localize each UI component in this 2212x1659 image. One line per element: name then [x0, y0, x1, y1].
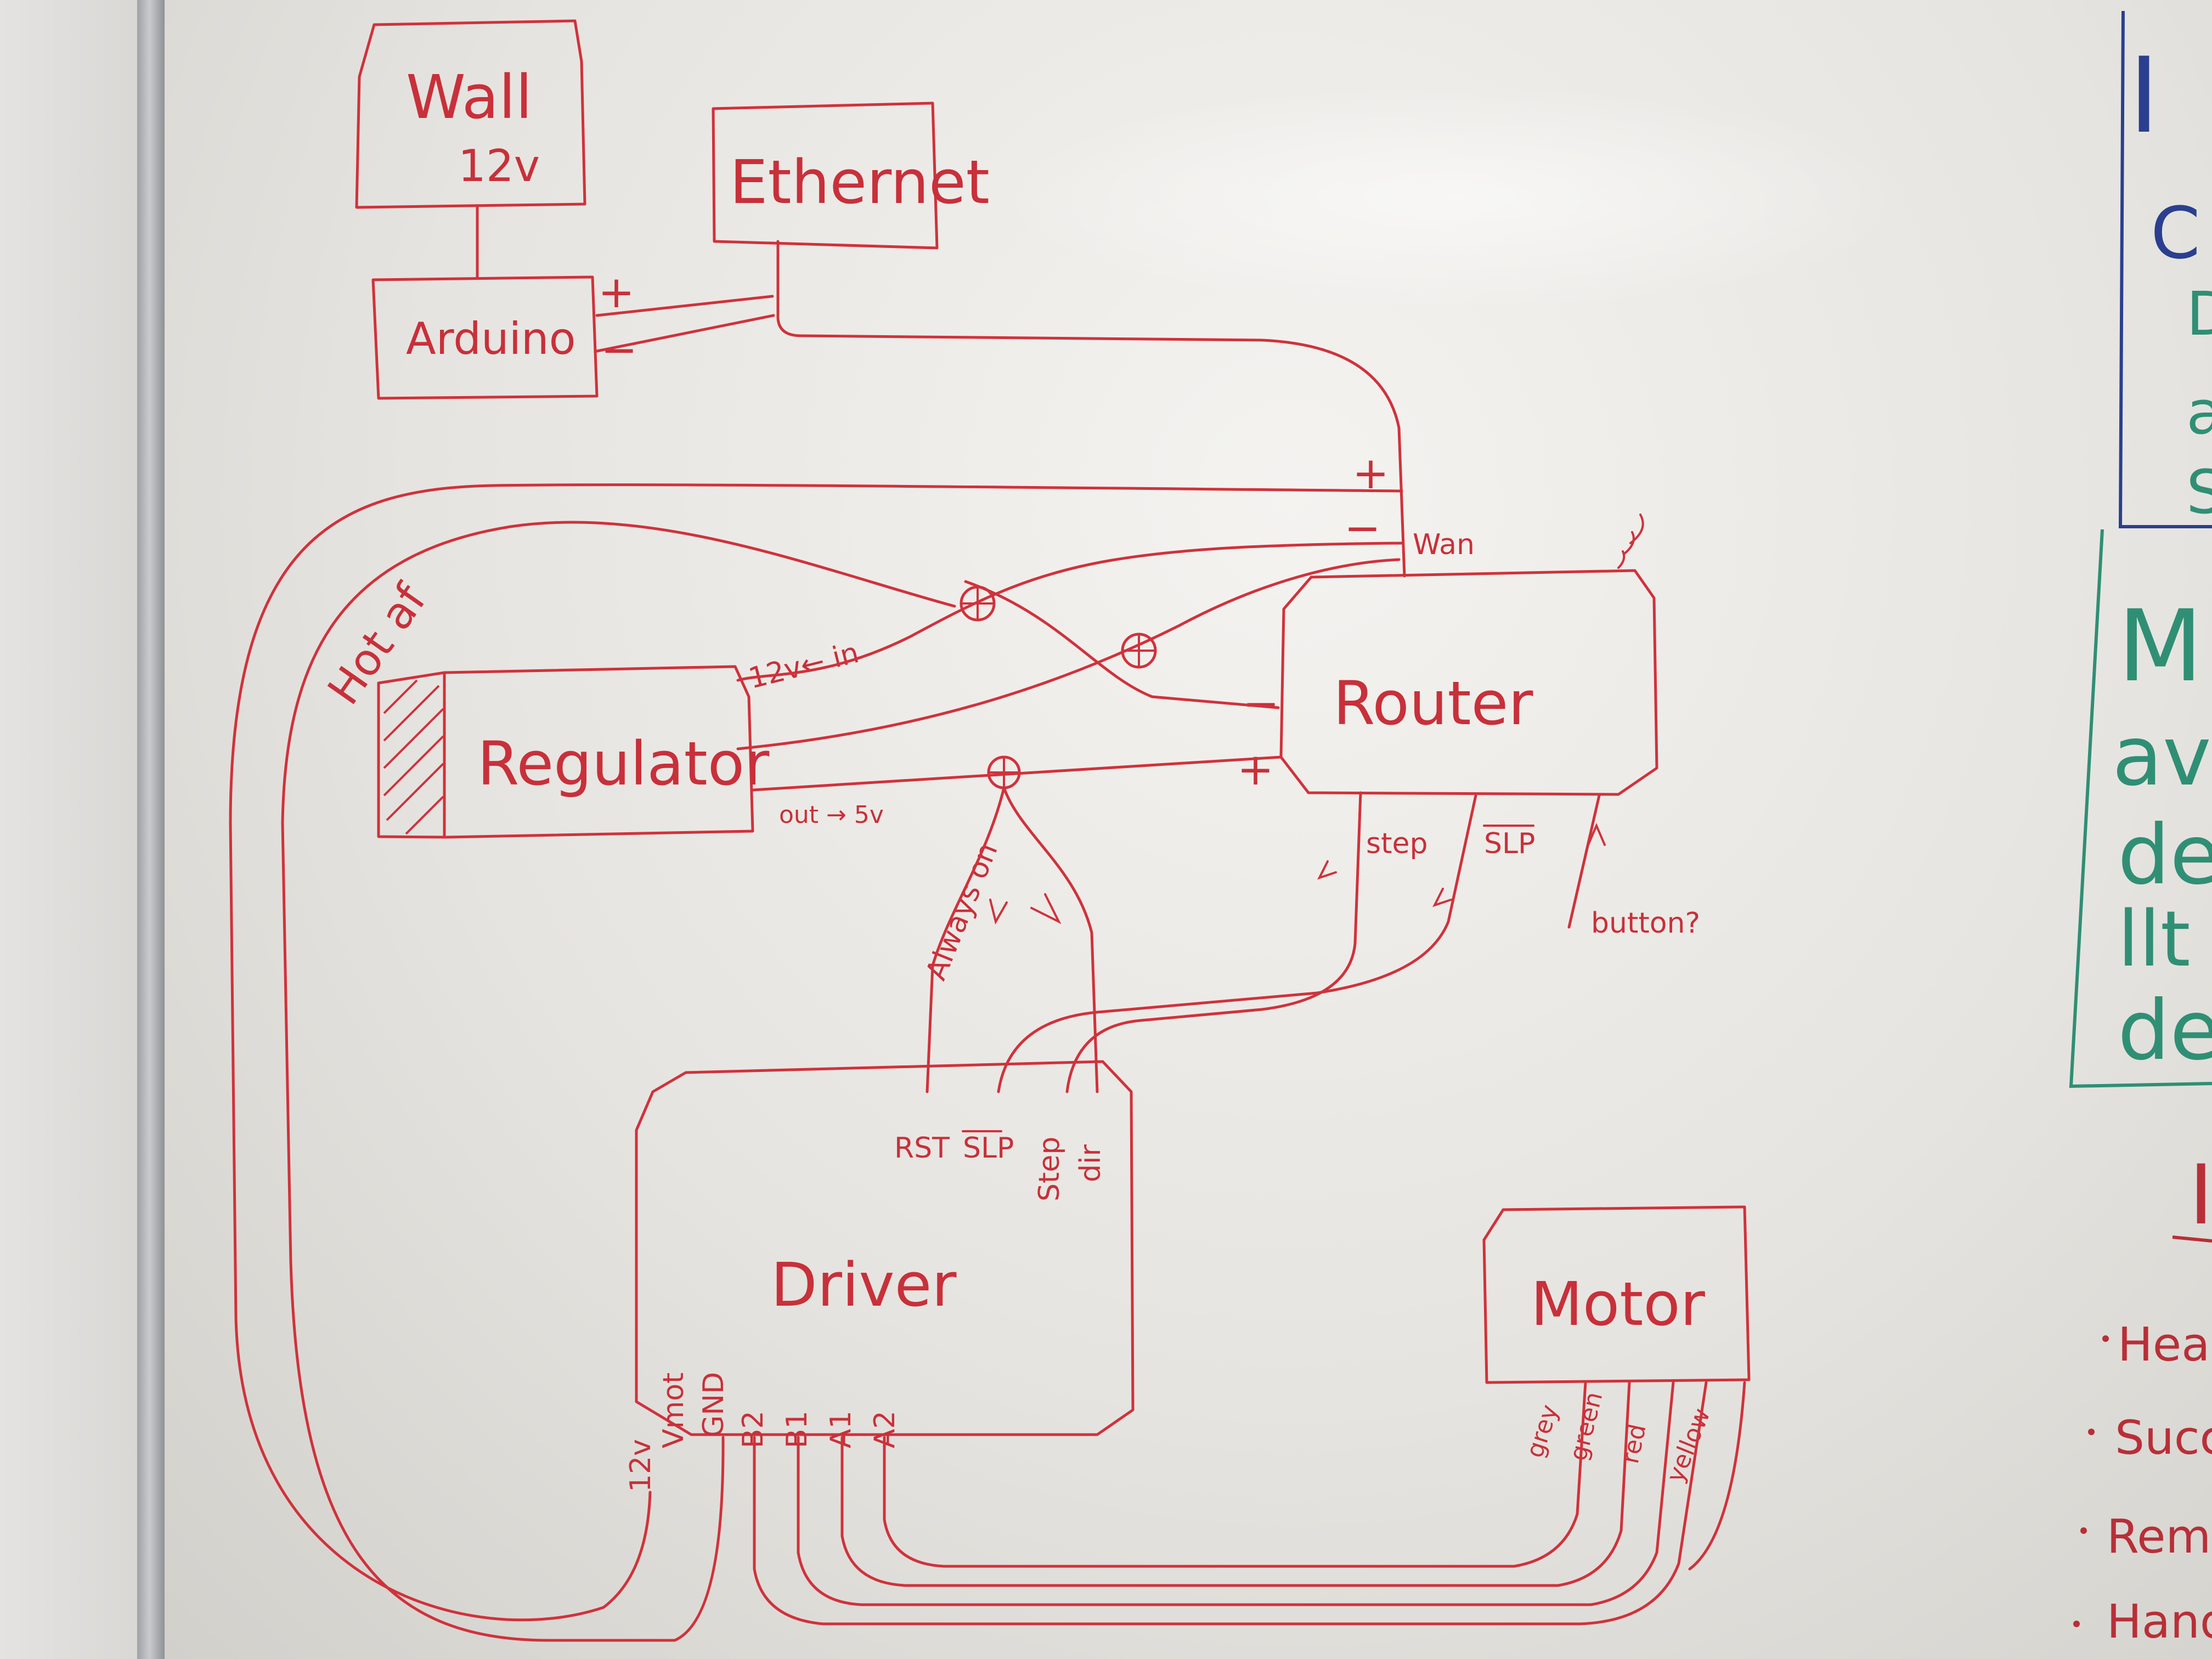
- wall-label: Wall: [406, 62, 532, 132]
- rst-arrow: [989, 899, 1008, 925]
- button-arrow: [1587, 822, 1606, 846]
- regulator-label: Regulator: [477, 729, 770, 799]
- bullet-4: Hand: [2107, 1595, 2212, 1649]
- router-slp-wire: [997, 794, 1477, 1093]
- dir-arrow: [1030, 893, 1062, 924]
- supply-minus: −: [1344, 503, 1381, 554]
- supply-plus-loop: [229, 483, 1403, 1622]
- wall-voltage: 12v: [458, 140, 540, 191]
- motor-label: Motor: [1531, 1269, 1706, 1339]
- router-minus: −: [1243, 678, 1279, 729]
- bullet-3: Remo: [2107, 1510, 2212, 1564]
- green-box-edge: [2069, 529, 2212, 1088]
- motor-wire-yellow-return: [1688, 1381, 1746, 1571]
- router-plus: +: [1237, 744, 1274, 795]
- blue-letter-5: S: [2186, 457, 2212, 527]
- regulator-in-label: 12v← in: [746, 636, 862, 696]
- ground-loop: [281, 521, 956, 1642]
- pin-slp: SLP: [963, 1132, 1014, 1165]
- blue-letter-1: I: [2129, 35, 2159, 156]
- blue-letter-2: C: [2151, 191, 2200, 275]
- pin-step: Step: [1033, 1137, 1066, 1201]
- blue-letter-3: D: [2186, 279, 2212, 349]
- hot-hatch: [383, 671, 446, 839]
- red-letter: I: [2189, 1148, 2212, 1243]
- driver-box: [635, 1060, 1135, 1436]
- pin-vmot: Vmot: [657, 1373, 690, 1448]
- motor-wire-b2: [753, 1381, 1708, 1626]
- bullet-1: Hear: [2118, 1318, 2212, 1372]
- slp-arrow: [1432, 888, 1452, 907]
- always-on-to-dir: [1002, 786, 1099, 1093]
- green-letter-2: av: [2112, 709, 2211, 804]
- button-wire: [1567, 794, 1601, 929]
- junction-2: [1121, 633, 1157, 669]
- green-letter-4: llt: [2118, 895, 2191, 984]
- ethernet-wan-wire: [776, 240, 1406, 578]
- motor-wire-b1: [797, 1381, 1675, 1606]
- wall-box: [355, 19, 586, 209]
- router-box: [1279, 569, 1658, 796]
- right-edge-notes: I C D a S M av de llt de I Hear Succ Rem…: [2069, 10, 2212, 1649]
- blue-box-edge: [2118, 10, 2212, 528]
- motor-box: [1482, 1205, 1751, 1384]
- pin-12v: 12v: [624, 1439, 657, 1492]
- pin-rst: RST: [894, 1132, 950, 1165]
- step-arrow: [1317, 860, 1337, 880]
- always-on-to-rst: [926, 786, 1006, 1093]
- pin-gnd: GND: [697, 1372, 730, 1437]
- wire-green: green: [1564, 1389, 1608, 1464]
- pin-dir: dir: [1074, 1144, 1107, 1182]
- green-letter-3: de: [2118, 808, 2212, 903]
- arduino-plus: +: [598, 267, 635, 318]
- green-letter-1: M: [2118, 589, 2203, 704]
- motor-wire-a2: [883, 1381, 1587, 1568]
- regulator-out-label: out → 5v: [779, 801, 884, 829]
- supply-minus-to-regulator: [736, 541, 1403, 682]
- arduino-label: Arduino: [406, 313, 576, 364]
- router-step-label: step: [1366, 827, 1427, 860]
- button-label: button?: [1591, 907, 1700, 940]
- regulator-box: [377, 665, 754, 839]
- wan-label: Wan: [1413, 528, 1475, 561]
- junction-3: [987, 755, 1021, 789]
- arduino-minus-wire: [595, 314, 775, 353]
- router-slp-label: SLP: [1484, 827, 1535, 860]
- wifi-icon: [1617, 514, 1644, 569]
- bullet-2: Succ: [2115, 1411, 2212, 1465]
- ethernet-label: Ethernet: [730, 147, 990, 217]
- wire-grey: grey: [1521, 1401, 1564, 1461]
- wall-background: [0, 0, 137, 1659]
- junction-1: [960, 585, 996, 622]
- router-step-wire: [1065, 791, 1362, 1093]
- wire-red: red: [1616, 1421, 1652, 1466]
- router-minus-wire: [964, 580, 1280, 709]
- arduino-box: [371, 275, 599, 400]
- motor-wire-a1: [840, 1381, 1631, 1587]
- blue-letter-4: a: [2186, 377, 2212, 448]
- whiteboard-frame: [137, 0, 165, 1659]
- arduino-plus-wire: [595, 295, 774, 317]
- ethernet-box: [712, 101, 939, 250]
- driver-label: Driver: [771, 1250, 957, 1320]
- router-label: Router: [1333, 668, 1533, 738]
- green-letter-5: de: [2118, 983, 2212, 1079]
